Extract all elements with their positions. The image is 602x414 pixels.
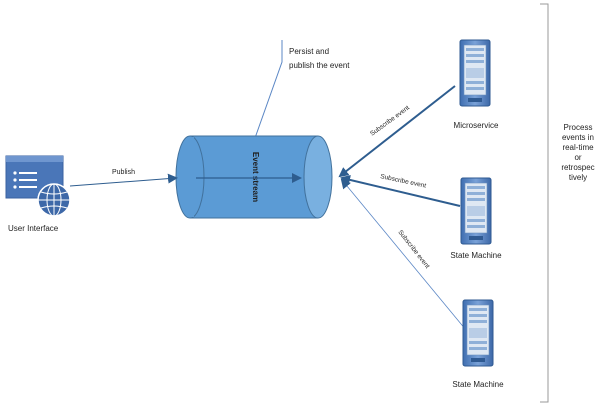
subscribe-arrow-state-machine-1 [340, 174, 461, 207]
microservice-label: Microservice [454, 121, 499, 130]
server-icon [459, 39, 491, 107]
state-machine-label-1: State Machine [450, 251, 502, 260]
svg-text:tively: tively [569, 173, 587, 182]
event-stream-label: Event stream [251, 152, 260, 202]
server-icon [460, 177, 492, 245]
process-annotation: Process events in real-time or retrospec… [561, 123, 594, 182]
state-machine-label-2: State Machine [452, 380, 504, 389]
subscribe-label-3: Subscribe event [396, 229, 430, 270]
svg-text:real-time: real-time [562, 143, 594, 152]
process-bracket [540, 3, 549, 403]
subscribe-label-1: Subscribe event [369, 104, 411, 137]
svg-text:or: or [574, 153, 581, 162]
persist-callout-line [254, 40, 283, 139]
browser-globe-icon [5, 155, 71, 217]
server-icon [462, 299, 494, 367]
svg-text:retrospec: retrospec [561, 163, 594, 172]
publish-arrow [69, 173, 178, 187]
subscribe-arrow-microservice [338, 85, 456, 178]
subscribe-arrow-state-machine-2 [340, 178, 467, 331]
persist-label-line2: publish the event [289, 61, 350, 70]
subscribe-label-2: Subscribe event [380, 173, 427, 190]
publish-label: Publish [112, 169, 135, 176]
svg-text:events in: events in [562, 133, 594, 142]
persist-label-line1: Persist and [289, 47, 329, 56]
user-interface-label: User Interface [8, 224, 59, 233]
svg-text:Process: Process [564, 123, 593, 132]
